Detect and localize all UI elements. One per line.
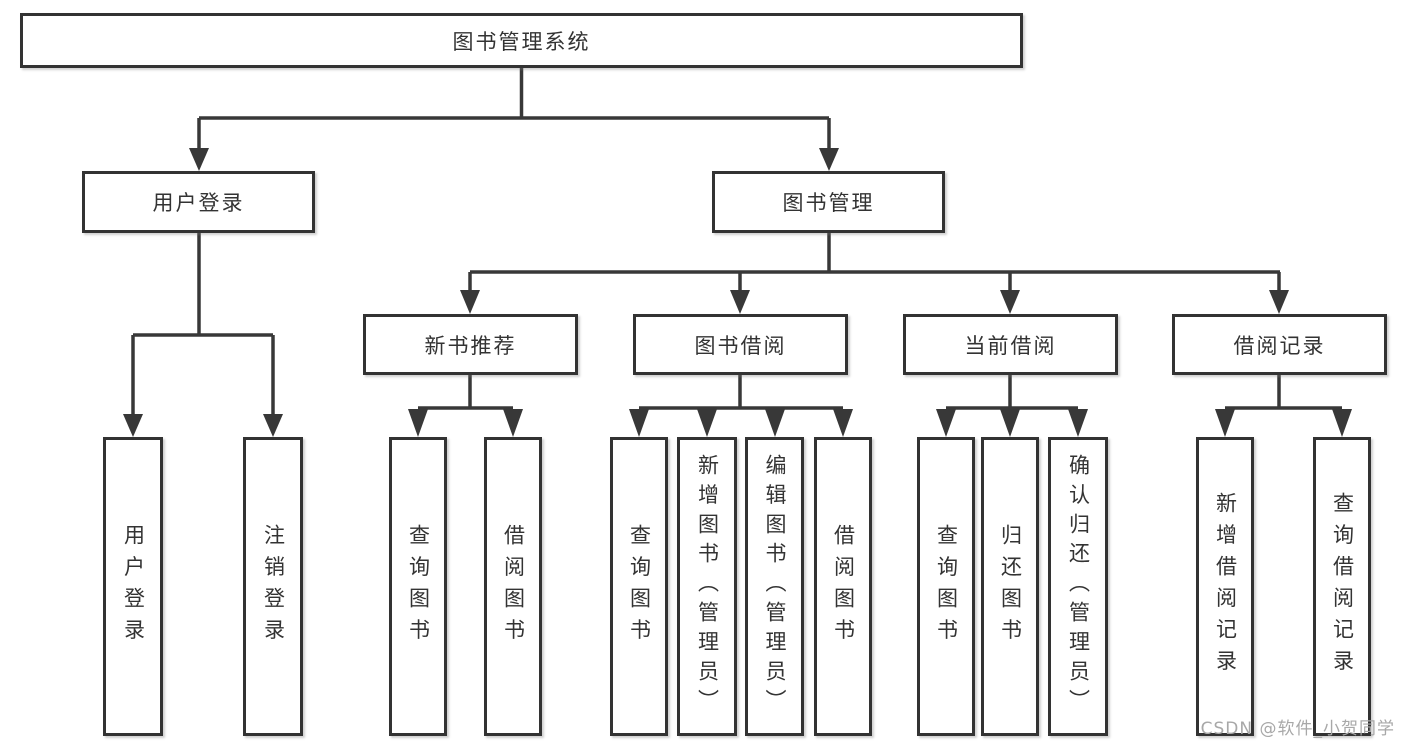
node-user-login: 用户登录: [82, 171, 315, 233]
leaf-return-book: 归还图书: [981, 437, 1039, 736]
leaf-confirm-return-admin: 确认归还（管理员）: [1048, 437, 1108, 736]
node-book-borrow: 图书借阅: [633, 314, 848, 375]
connector-book-mgmt-to-level3: [460, 233, 1289, 314]
leaf-query-borrow-record: 查询借阅记录: [1313, 437, 1371, 736]
leaf-user-login: 用户登录: [103, 437, 163, 736]
node-book-management: 图书管理: [712, 171, 945, 233]
connector-current-to-leaves: [936, 375, 1088, 437]
leaf-logout: 注销登录: [243, 437, 303, 736]
connector-records-to-leaves: [1215, 375, 1352, 437]
leaf-borrow-books-recommend: 借阅图书: [484, 437, 542, 736]
leaf-add-book-admin: 新增图书（管理员）: [677, 437, 737, 736]
connector-root-to-level2: [189, 68, 839, 171]
connector-user-login-to-leaves: [123, 233, 283, 437]
node-borrow-records: 借阅记录: [1172, 314, 1387, 375]
connector-new-rec-to-leaves: [408, 375, 523, 437]
csdn-watermark: CSDN @软件_小贺同学: [1200, 719, 1395, 739]
node-current-borrow: 当前借阅: [903, 314, 1118, 375]
node-new-book-recommend: 新书推荐: [363, 314, 578, 375]
leaf-edit-book-admin: 编辑图书（管理员）: [745, 437, 804, 736]
leaf-borrow-books: 借阅图书: [814, 437, 872, 736]
node-root-library-system: 图书管理系统: [20, 13, 1023, 68]
leaf-query-books-recommend: 查询图书: [389, 437, 447, 736]
leaf-add-borrow-record: 新增借阅记录: [1196, 437, 1254, 736]
leaf-query-books-borrow: 查询图书: [610, 437, 668, 736]
leaf-query-books-current: 查询图书: [917, 437, 975, 736]
connector-borrow-to-leaves: [629, 375, 853, 437]
